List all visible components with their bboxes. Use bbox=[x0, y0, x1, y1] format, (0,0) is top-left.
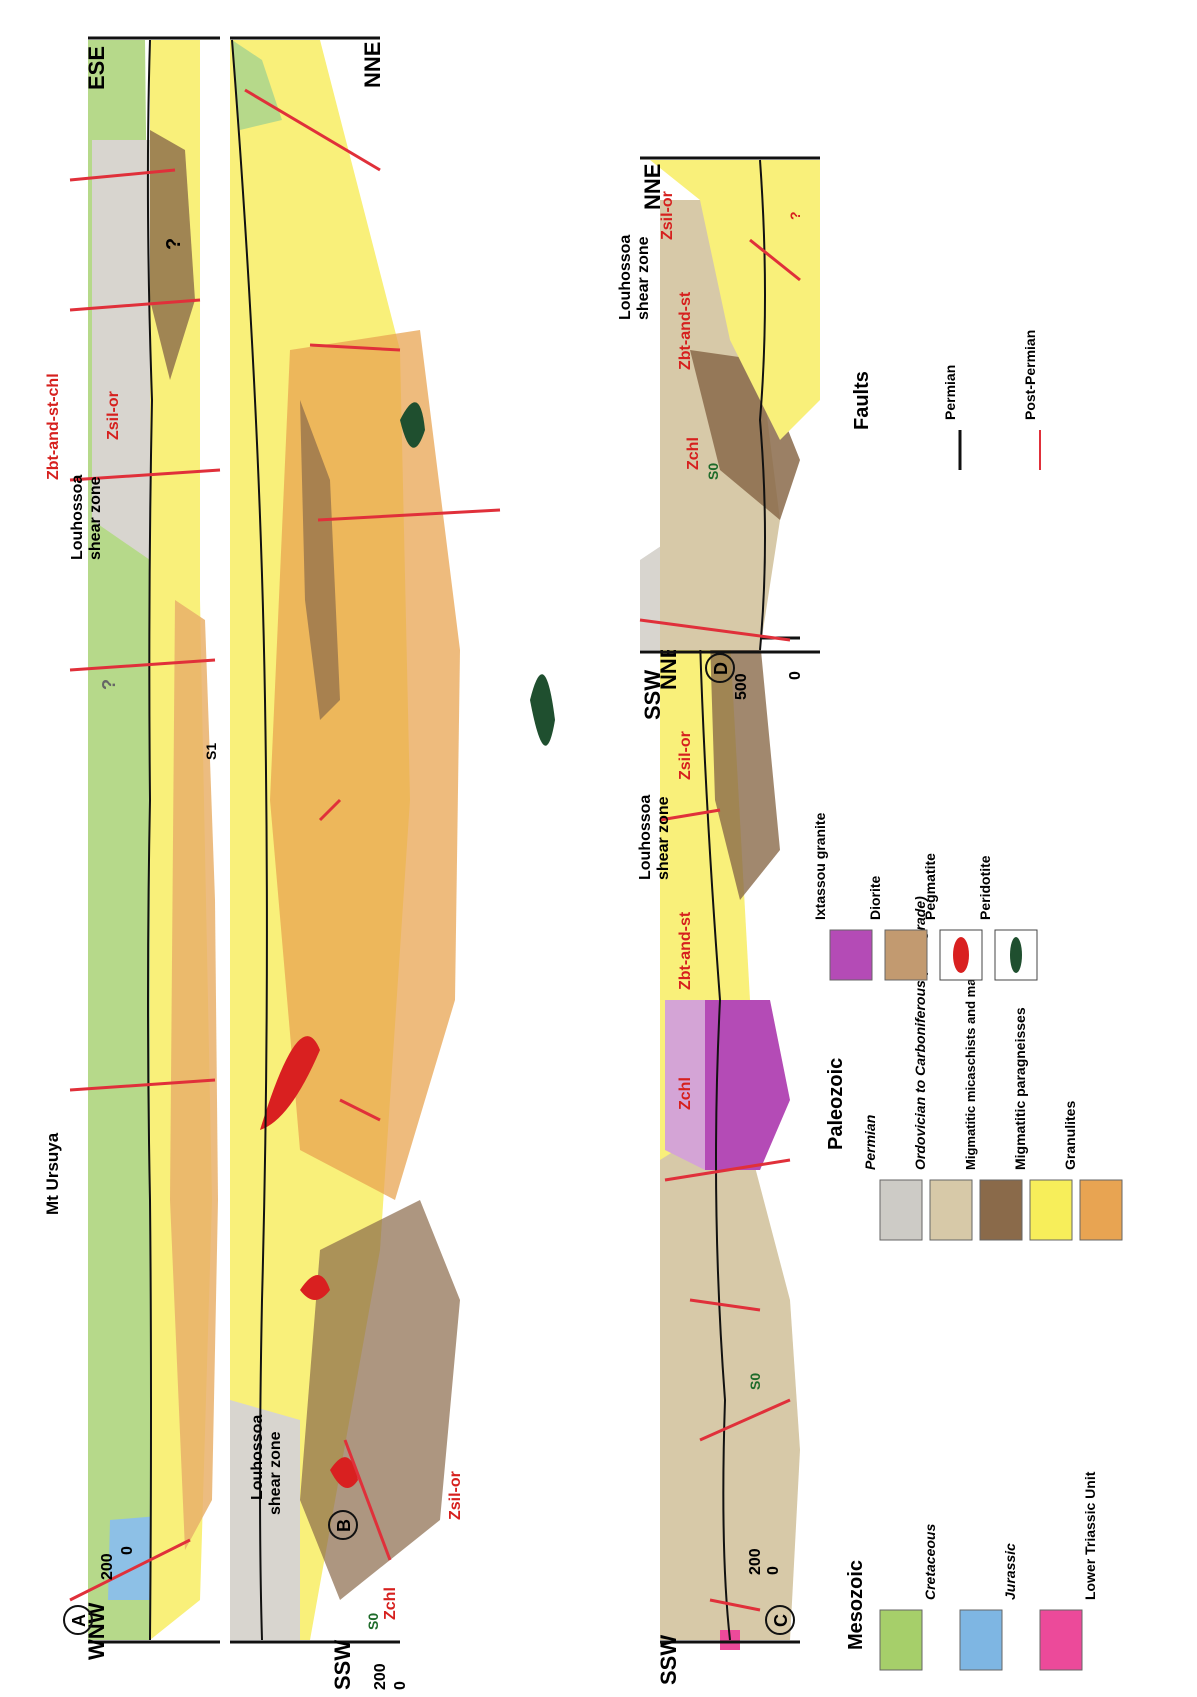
section-b-peridotite-1 bbox=[530, 674, 555, 745]
section-a-red-label-2: Zsil-or bbox=[105, 391, 122, 440]
section-a-zone-line2: shear zone bbox=[87, 476, 104, 560]
section-b: B SSW NNE 200 0 Louhossoa shear zone Zch… bbox=[230, 38, 555, 1690]
section-d-zone-line1: Louhossoa bbox=[617, 235, 634, 320]
section-d-question: ? bbox=[787, 211, 803, 220]
section-b-scale-200: 200 bbox=[372, 1663, 389, 1690]
section-c: C SSW NNE 200 0 Louhossoa shear zone Zch… bbox=[637, 638, 800, 1685]
section-d-red-label-3: Zsil-or bbox=[659, 191, 676, 240]
section-d-red-label-2: Zbt-and-st bbox=[677, 291, 694, 370]
section-a-scale-200: 200 bbox=[99, 1553, 116, 1580]
section-a-question-1: ? bbox=[99, 679, 119, 690]
section-b-left-end-label: SSW bbox=[330, 1640, 355, 1690]
section-d-foliation: S0 bbox=[705, 463, 721, 480]
legend-label-granulites: Granulites bbox=[1062, 1101, 1078, 1170]
legend-label-cretaceous: Cretaceous bbox=[922, 1524, 938, 1600]
section-b-zone-line2: shear zone bbox=[267, 1431, 284, 1515]
section-a-question-2: ? bbox=[163, 238, 185, 250]
section-d-zone-line2: shear zone bbox=[635, 236, 652, 320]
legend-label-jurassic: Jurassic bbox=[1002, 1543, 1018, 1600]
legend-swatch-jurassic bbox=[960, 1610, 1002, 1670]
section-c-foliation: S0 bbox=[747, 1373, 763, 1390]
section-b-migmatite-2 bbox=[300, 1200, 460, 1600]
legend-pegmatite-symbol bbox=[953, 937, 969, 973]
section-d-red-label-1: Zchl bbox=[685, 437, 702, 470]
legend-swatch-diorite bbox=[885, 930, 927, 980]
section-c-scale-0: 0 bbox=[765, 1566, 782, 1575]
section-b-right-end-label: NNE bbox=[360, 42, 385, 88]
legend-label-post-permian-fault: Post-Permian bbox=[1022, 330, 1038, 420]
section-c-red-label-2: Zbt-and-st bbox=[677, 911, 694, 990]
legend: Mesozoic Cretaceous Jurassic Lower Trias… bbox=[812, 330, 1122, 1670]
section-d-left-end-label: SSW bbox=[640, 670, 665, 720]
section-a-scale-0: 0 bbox=[119, 1546, 136, 1555]
legend-swatch-granulites bbox=[1080, 1180, 1122, 1240]
legend-peridotite-symbol bbox=[1010, 937, 1022, 973]
section-d: D SSW NNE 500 0 Louhossoa shear zone Zch… bbox=[617, 158, 820, 720]
section-c-zone-line2: shear zone bbox=[655, 796, 672, 880]
section-a-right-end-label: ESE bbox=[84, 46, 109, 90]
section-c-granite bbox=[700, 1000, 790, 1170]
section-c-letter: C bbox=[771, 1614, 791, 1627]
legend-label-permian-fault: Permian bbox=[942, 365, 958, 420]
legend-label-migmatitic-micaschists: Migmatitic micaschists and marbles bbox=[963, 947, 978, 1170]
section-b-red-label-1: Zchl bbox=[382, 1587, 399, 1620]
legend-swatch-ordovician bbox=[930, 1180, 972, 1240]
section-d-scale-500: 500 bbox=[733, 673, 750, 700]
section-d-scale-0: 0 bbox=[787, 671, 804, 680]
legend-swatch-cretaceous bbox=[880, 1610, 922, 1670]
section-c-red-label-1: Zchl bbox=[677, 1077, 694, 1110]
legend-paleozoic-title: Paleozoic bbox=[825, 1058, 847, 1150]
section-b-red-label-2: Zsil-or bbox=[447, 1471, 464, 1520]
section-a-letter: A bbox=[69, 1614, 89, 1627]
section-c-ordovician bbox=[660, 1110, 800, 1640]
section-a-zone-line1: Louhossoa bbox=[69, 475, 86, 560]
legend-label-ixtassou-granite: Ixtassou granite bbox=[812, 812, 828, 920]
section-a-peak-label: Mt Ursuya bbox=[43, 1132, 62, 1215]
section-b-letter: B bbox=[334, 1519, 354, 1532]
legend-swatch-lower-triassic bbox=[1040, 1610, 1082, 1670]
section-b-foliation: S0 bbox=[365, 1613, 381, 1630]
section-c-red-label-3: Zsil-or bbox=[677, 731, 694, 780]
legend-label-migmatitic-paragneisses: Migmatitic paragneisses bbox=[1012, 1007, 1028, 1170]
legend-swatch-migmatitic-micaschists bbox=[980, 1180, 1022, 1240]
legend-label-lower-triassic: Lower Triassic Unit bbox=[1082, 1471, 1098, 1600]
legend-faults-title: Faults bbox=[851, 371, 873, 430]
section-a-foliation: S1 bbox=[203, 743, 219, 760]
legend-swatch-ixtassou-granite bbox=[830, 930, 872, 980]
section-c-scale-200: 200 bbox=[747, 1548, 764, 1575]
section-a-red-label-1: Zbt-and-st-chl bbox=[45, 373, 62, 480]
legend-swatch-permian bbox=[880, 1180, 922, 1240]
section-d-letter: D bbox=[711, 662, 731, 675]
section-c-zone-line1: Louhossoa bbox=[637, 795, 654, 880]
legend-label-permian: Permian bbox=[862, 1115, 878, 1170]
legend-label-diorite: Diorite bbox=[867, 875, 883, 920]
legend-mesozoic-title: Mesozoic bbox=[845, 1560, 867, 1650]
section-b-scale-0: 0 bbox=[392, 1681, 409, 1690]
section-a: WNW ESE A 200 0 Mt Ursuya Louhossoa shea… bbox=[43, 38, 220, 1660]
legend-label-pegmatite: Pegmatite bbox=[922, 853, 938, 920]
section-c-left-end-label: SSW bbox=[656, 1635, 681, 1685]
legend-swatch-migmatitic-paragneisses bbox=[1030, 1180, 1072, 1240]
section-b-zone-line1: Louhossoa bbox=[249, 1415, 266, 1500]
legend-label-peridotite: Peridotite bbox=[977, 855, 993, 920]
